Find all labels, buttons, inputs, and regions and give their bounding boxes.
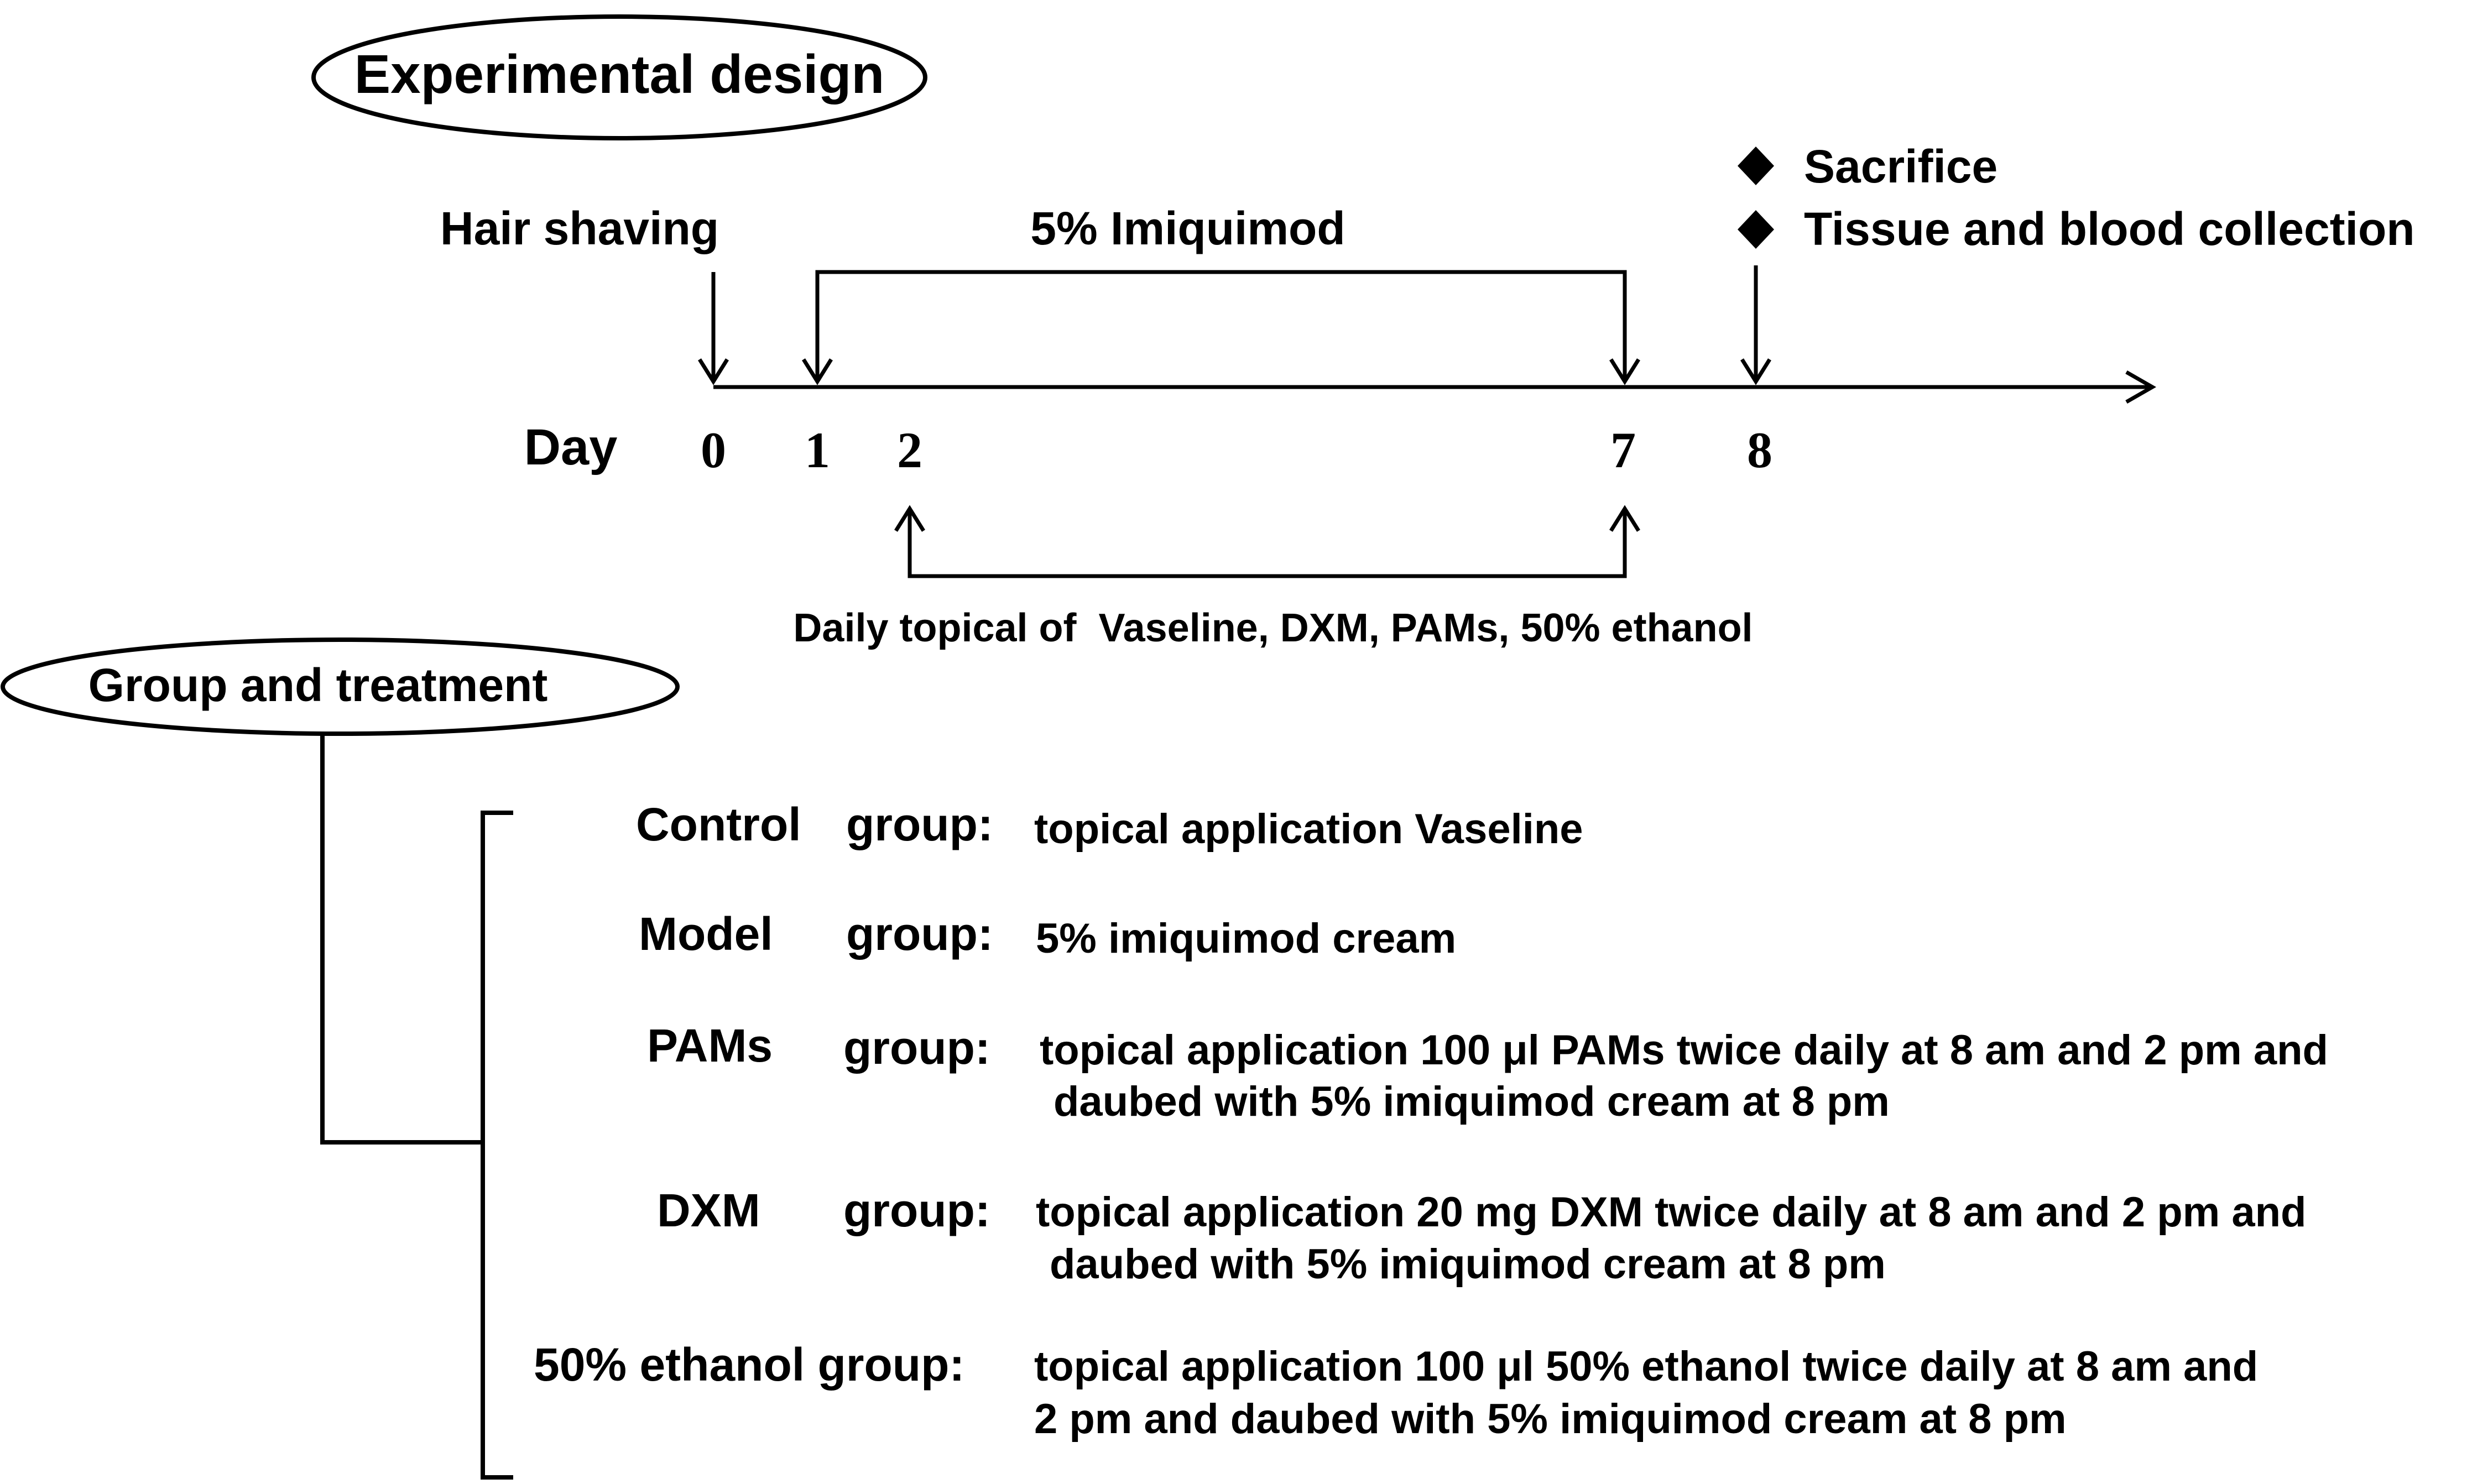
group-name-ethanol: 50% ethanol group: [534, 1339, 964, 1391]
group-suffix-model: group: [846, 908, 993, 960]
timeline-arrowhead [2125, 370, 2157, 404]
hair-shaving-label: Hair shaving [440, 202, 719, 254]
imiquimod-start-arrowhead [802, 358, 833, 385]
imiquimod-bracket [815, 270, 1627, 382]
daily-topical-bracket [908, 509, 1627, 578]
group-name-model: Model [639, 908, 773, 960]
day-7: 7 [1610, 422, 1636, 478]
group-bracket [481, 811, 513, 1480]
group-name-pams: PAMs [647, 1020, 773, 1072]
imiquimod-label: 5% Imiquimod [1030, 202, 1345, 254]
group-desc-control: topical application Vaseline [1034, 806, 1583, 853]
daily-topical-label: Daily topical of Vaseline, DXM, PAMs, 50… [793, 606, 1753, 650]
group-desc-dxm-line2: daubed with 5% imiquimod cream at 8 pm [1050, 1241, 1886, 1288]
daily-topical-start-arrowhead [894, 505, 925, 532]
group-suffix-dxm: group: [843, 1184, 990, 1236]
daily-topical-end-arrowhead [1609, 505, 1640, 532]
group-connector-line [320, 734, 483, 1145]
group-treatment-ellipse [1, 638, 680, 736]
group-desc-ethanol-line2: 2 pm and daubed with 5% imiquimod cream … [1034, 1396, 2067, 1443]
group-name-control: Control [636, 798, 801, 850]
experimental-design-ellipse [311, 14, 927, 140]
group-name-dxm: DXM [657, 1184, 760, 1236]
sacrifice-label: Sacrifice [1804, 140, 1998, 192]
sacrifice-bullet-icon [1738, 147, 1774, 185]
day-2: 2 [897, 422, 922, 478]
collection-label: Tissue and blood collection [1804, 203, 2415, 255]
group-suffix-control: group: [846, 798, 993, 850]
imiquimod-end-arrowhead [1609, 358, 1640, 385]
group-suffix-pams: group: [843, 1022, 990, 1074]
group-desc-model: 5% imiquimod cream [1036, 915, 1456, 962]
day-8: 8 [1747, 422, 1772, 478]
group-desc-dxm-line1: topical application 20 mg DXM twice dail… [1036, 1189, 2306, 1236]
day-0: 0 [701, 422, 726, 478]
day-1: 1 [805, 422, 830, 478]
group-desc-ethanol-line1: topical application 100 μl 50% ethanol t… [1034, 1343, 2258, 1390]
day-label: Day [524, 419, 618, 475]
group-desc-pams-line1: topical application 100 μl PAMs twice da… [1040, 1027, 2328, 1074]
experimental-design-title: Experimental design [354, 44, 885, 104]
group-treatment-title: Group and treatment [88, 659, 548, 711]
hair-shaving-arrowhead [698, 358, 729, 385]
group-desc-pams-line2: daubed with 5% imiquimod cream at 8 pm [1054, 1078, 1890, 1125]
collection-bullet-icon [1738, 210, 1774, 249]
sacrifice-arrowhead [1740, 358, 1771, 385]
